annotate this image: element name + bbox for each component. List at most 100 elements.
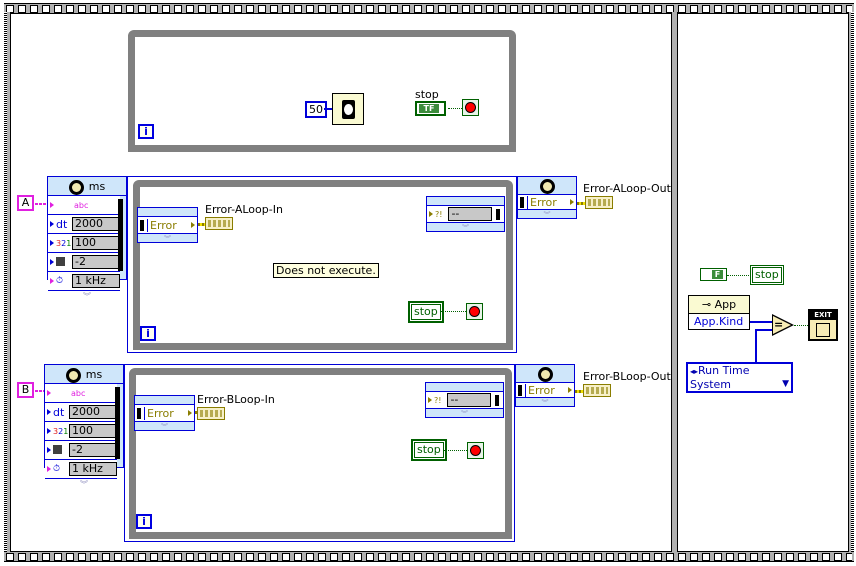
loop-b-right-data-node[interactable]: ?!-- ︾ — [425, 382, 504, 418]
clock-icon — [68, 179, 84, 195]
film-hole — [186, 553, 194, 561]
loop-b-name-input[interactable]: abc — [45, 384, 117, 403]
loop-a-output-node[interactable]: Error ︾ — [517, 176, 577, 219]
priority-icon: 321 — [53, 426, 69, 436]
film-hole — [474, 553, 482, 561]
loop-a-name-input[interactable]: abc — [48, 196, 120, 215]
expand-chevron-icon[interactable]: ︾ — [462, 224, 469, 232]
film-hole — [234, 5, 242, 13]
loop-b-left-data-node[interactable]: Error ︾ — [134, 395, 195, 431]
run-arrow-icon — [816, 323, 830, 337]
film-hole — [102, 553, 110, 561]
film-hole — [282, 5, 290, 13]
film-hole — [210, 5, 218, 13]
expand-chevron-icon[interactable]: ︾ — [543, 211, 551, 219]
film-hole — [390, 5, 398, 13]
loop-a-error-in-indicator[interactable] — [205, 217, 233, 230]
loop-a-source-input[interactable]: ⏱1 kHz — [48, 272, 120, 291]
equal-function[interactable] — [772, 314, 794, 336]
film-hole — [162, 5, 170, 13]
film-hole — [402, 5, 410, 13]
wait-ms-function[interactable] — [332, 93, 364, 125]
loop-b-name-wire — [35, 390, 45, 392]
expand-chevron-icon[interactable]: ︾ — [164, 235, 171, 243]
loop-b-stop-local-variable[interactable]: stop — [411, 439, 447, 461]
loop-b-stop-condition[interactable] — [467, 442, 484, 459]
app-kind-enum-constant[interactable]: ◂▸Run Time System▼ — [686, 362, 793, 393]
film-hole — [606, 5, 614, 13]
film-hole — [714, 553, 722, 561]
film-hole — [846, 553, 852, 561]
film-hole — [246, 5, 254, 13]
film-hole — [234, 553, 242, 561]
film-strip-right-edge — [851, 12, 854, 552]
loop-b-iteration-terminal: i — [136, 514, 152, 529]
film-hole — [330, 553, 338, 561]
expand-chevron-icon[interactable]: ︾ — [161, 423, 168, 431]
loop-b-output-node[interactable]: Error ︾ — [515, 364, 575, 407]
loop-a-stop-local-variable[interactable]: stop — [408, 301, 444, 323]
exit-stop-local-variable[interactable]: stop — [750, 265, 784, 285]
loop-b-processor-input[interactable]: -2 — [45, 441, 117, 460]
film-hole — [222, 553, 230, 561]
loop-b-error-out-label: Error-BLoop-Out — [583, 370, 671, 383]
film-hole — [342, 5, 350, 13]
film-hole — [402, 553, 410, 561]
loop-a-stop-condition[interactable] — [466, 303, 483, 320]
film-hole — [138, 5, 146, 13]
top-while-loop[interactable] — [128, 30, 516, 152]
film-hole — [786, 553, 794, 561]
dropdown-arrow-icon[interactable]: ▼ — [782, 379, 789, 389]
exit-function[interactable]: EXIT — [808, 309, 838, 341]
film-hole — [126, 5, 134, 13]
film-hole — [810, 5, 818, 13]
film-hole — [594, 5, 602, 13]
top-stop-button-terminal[interactable]: TF — [415, 101, 446, 116]
film-hole — [318, 553, 326, 561]
top-loop-iteration-terminal: i — [138, 124, 154, 139]
film-hole — [30, 553, 38, 561]
loop-a-left-data-node[interactable]: Error ︾ — [137, 207, 198, 243]
false-constant[interactable]: F — [700, 268, 727, 281]
expand-chevron-icon[interactable]: ︾ — [541, 399, 549, 407]
loop-b-scrollbar[interactable] — [115, 387, 120, 459]
film-hole — [690, 5, 698, 13]
film-hole — [18, 5, 26, 13]
loop-a-error-out-indicator[interactable] — [585, 196, 613, 209]
loop-b-frame — [129, 368, 512, 539]
loop-b-name-constant[interactable]: B — [17, 382, 34, 398]
expand-chevron-icon[interactable]: ︾ — [80, 480, 88, 489]
film-hole — [186, 5, 194, 13]
expand-chevron-icon[interactable]: ︾ — [83, 292, 91, 301]
film-hole — [774, 553, 782, 561]
loop-b-error-in-indicator[interactable] — [197, 407, 225, 420]
film-hole — [702, 5, 710, 13]
app-kind-property[interactable]: App.Kind — [689, 314, 749, 329]
loop-b-error-out-indicator[interactable] — [583, 384, 611, 397]
film-hole — [630, 553, 638, 561]
loop-a-scrollbar[interactable] — [118, 199, 123, 271]
film-hole — [558, 553, 566, 561]
loop-b-source-input[interactable]: ⏱1 kHz — [45, 460, 117, 479]
film-strip-right — [848, 12, 851, 552]
app-property-node[interactable]: ⊸ App App.Kind — [688, 295, 750, 330]
top-loop-stop-condition[interactable] — [462, 99, 479, 116]
film-hole — [678, 553, 686, 561]
expand-chevron-icon[interactable]: ︾ — [461, 410, 468, 418]
film-hole — [570, 553, 578, 561]
film-hole — [654, 5, 662, 13]
film-hole — [378, 553, 386, 561]
loop-a-name-constant[interactable]: A — [17, 195, 34, 211]
loop-a-processor-input[interactable]: -2 — [48, 253, 120, 272]
loop-a-iteration-terminal: i — [140, 326, 156, 341]
film-hole — [66, 553, 74, 561]
loop-a-error-out-wire — [577, 202, 585, 205]
loop-a-right-data-node[interactable]: ?!-- ︾ — [426, 196, 505, 232]
